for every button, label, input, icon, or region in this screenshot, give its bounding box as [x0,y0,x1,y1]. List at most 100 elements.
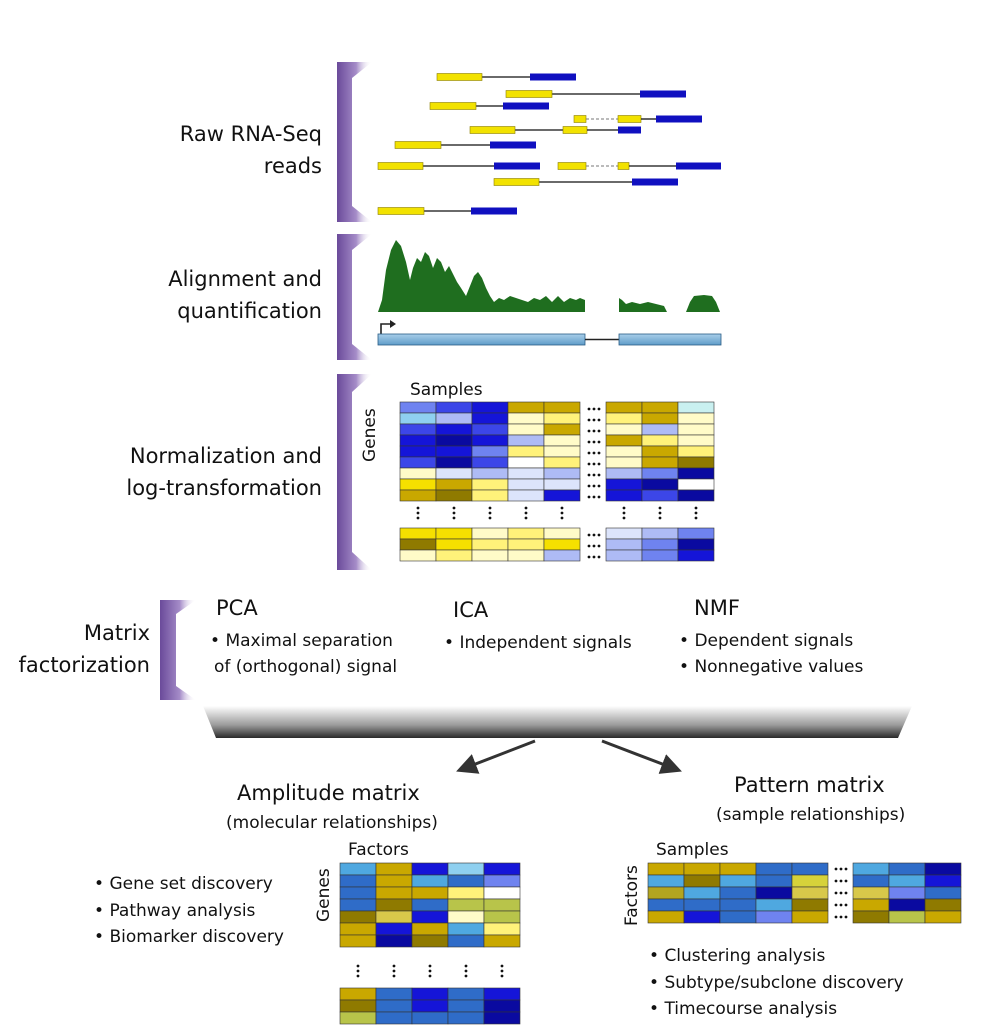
pattern-subtitle: (sample relationships) [716,805,906,825]
heatmap-cell [605,423,643,436]
ellipsis-dot [592,473,596,477]
pattern-col-label: Samples [656,840,729,860]
heatmap-cell [677,412,715,425]
heatmap-cell [888,862,926,876]
heatmap-cell [888,886,926,900]
heatmap-cell [641,538,679,551]
heatmap-cell [339,862,377,876]
normalized-expression-heatmap [399,401,715,562]
heatmap-cell [471,423,509,436]
ellipsis-dot [592,429,596,433]
pattern-use-item: Subtype/subclone discovery [649,970,903,997]
ellipsis-dot [416,516,420,520]
ellipsis-dot [488,516,492,520]
ellipsis-dot [592,407,596,411]
read-segment-blue [676,162,721,170]
ellipsis-dot [587,484,591,488]
heatmap-cell [339,999,377,1013]
ellipsis-dot [356,974,360,978]
heatmap-cell [435,489,473,502]
ellipsis-dot [524,516,528,520]
heatmap-cell [435,467,473,480]
ellipsis-dot [592,451,596,455]
step-label-alignment: Alignment and quantification [168,267,322,323]
heatmap-cell [852,898,890,912]
bracket-raw-reads [337,62,372,222]
read-segment-blue [490,141,536,149]
heatmap-cell [483,862,521,876]
heatmap-cell [641,456,679,469]
heatmap-cell [543,412,581,425]
amplitude-use-text: Biomarker discovery [109,927,284,947]
ellipsis-dot [622,516,626,520]
heatmap-cell [755,898,793,912]
heatmap-cell [924,910,962,924]
ellipsis-dot [694,516,698,520]
rna-seq-reads [377,73,721,215]
ellipsis-dot [392,974,396,978]
section-brackets [160,62,372,700]
heatmap-cell [339,886,377,900]
heatmap-cell [677,445,715,458]
heatmap-cell [435,478,473,491]
ellipsis-dot [587,451,591,455]
ellipsis-dot [392,969,396,973]
heatmap-cell [647,862,685,876]
heatmap-cell [647,910,685,924]
heatmap-cell [435,412,473,425]
ellipsis-dot [658,506,662,510]
pattern-row-label: Factors [622,865,642,926]
ellipsis-dot [416,506,420,510]
heatmap-cell [399,538,437,551]
heatmap-cell [719,874,757,888]
heatmap-cell [888,874,926,888]
method-ica-title: ICA [453,598,489,622]
pattern-use-text: Clustering analysis [664,946,826,966]
heatmap-cell [411,862,449,876]
heatmap-cell [375,862,413,876]
ellipsis-dot [356,964,360,968]
heatmap-cell [411,922,449,936]
method-nmf-point-1-text: Dependent signals [694,631,854,651]
heatmap-cell [791,862,829,876]
read-segment-blue [632,178,678,186]
heatmap-cell [447,862,485,876]
heatmap-cell [543,478,581,491]
heatmap-cell [411,898,449,912]
ellipsis-dot [428,969,432,973]
ellipsis-dot [844,903,848,907]
read-segment-yellow [573,115,587,123]
read-segment-yellow [505,90,553,98]
norm-genes-label: Genes [360,408,380,462]
heatmap-cell [888,898,926,912]
ellipsis-dot [592,533,596,537]
heatmap-cell [435,434,473,447]
heatmap-cell [605,412,643,425]
ellipsis-dot [597,440,601,444]
heatmap-cell [543,549,581,562]
amplitude-row-label: Genes [314,868,334,922]
heatmap-cell [339,922,377,936]
heatmap-cell [447,999,485,1013]
heatmap-cell [447,922,485,936]
heatmap-cell [399,489,437,502]
ellipsis-dot [597,473,601,477]
heatmap-cell [543,538,581,551]
ellipsis-dot [452,506,456,510]
ellipsis-dot [464,964,468,968]
heatmap-cell [791,898,829,912]
heatmap-cell [641,401,679,414]
ellipsis-dot [597,555,601,559]
arrow-to-amplitude [456,739,536,774]
ellipsis-dot [524,511,528,515]
heatmap-cell [507,489,545,502]
ellipsis-dot [597,484,601,488]
ellipsis-dot [622,511,626,515]
heatmap-cell [483,910,521,924]
heatmap-cell [677,549,715,562]
heatmap-cell [683,886,721,900]
coverage-track [378,240,720,312]
heatmap-cell [683,898,721,912]
ellipsis-dot [587,473,591,477]
heatmap-cell [339,910,377,924]
